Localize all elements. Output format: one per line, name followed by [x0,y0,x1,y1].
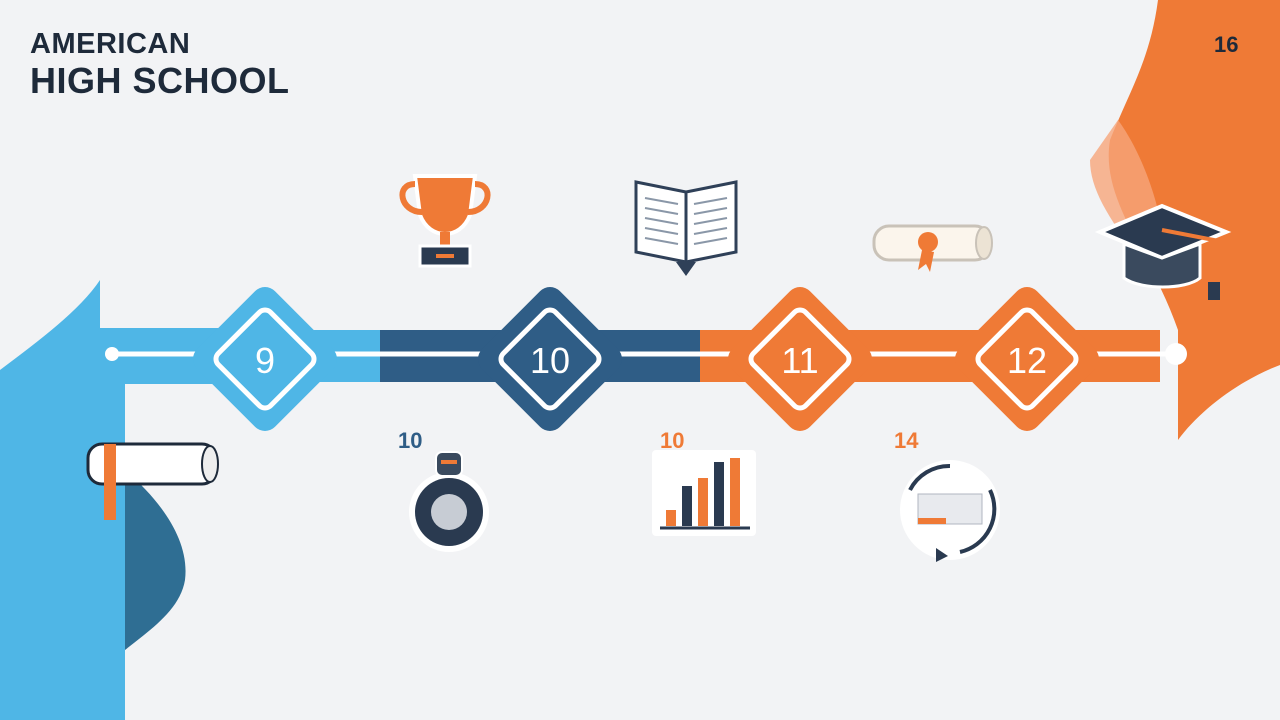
grade-10-label: 10 [529,340,571,381]
page-title: AMERICAN HIGH SCHOOL [30,30,290,99]
grade-11-diamond [728,287,872,431]
grade-9-label: 9 [254,340,276,381]
bottom-number-3: 14 [894,428,919,453]
grade-12-diamond [955,287,1099,431]
bottom-number-1: 10 [398,428,423,453]
grade-10-diamond [478,287,622,431]
diploma-scroll-icon [872,224,993,272]
trophy-icon [399,174,491,268]
bar-chart-icon [652,450,756,536]
grade-9-diamond [193,287,337,431]
grade-11-label: 11 [781,340,819,381]
diploma-scroll-icon [86,442,219,520]
grade-12-label: 12 [1006,340,1048,381]
student-badge-icon [409,451,489,552]
page-number: 16 [1214,32,1239,57]
blue-band [0,280,125,720]
bottom-number-2: 10 [660,428,685,453]
title-line-2: HIGH SCHOOL [30,60,290,101]
title-line-1: AMERICAN [30,28,191,60]
graduation-cap-icon [1094,203,1232,300]
schedule-cycle-icon [900,460,1000,562]
open-book-icon [634,180,738,276]
